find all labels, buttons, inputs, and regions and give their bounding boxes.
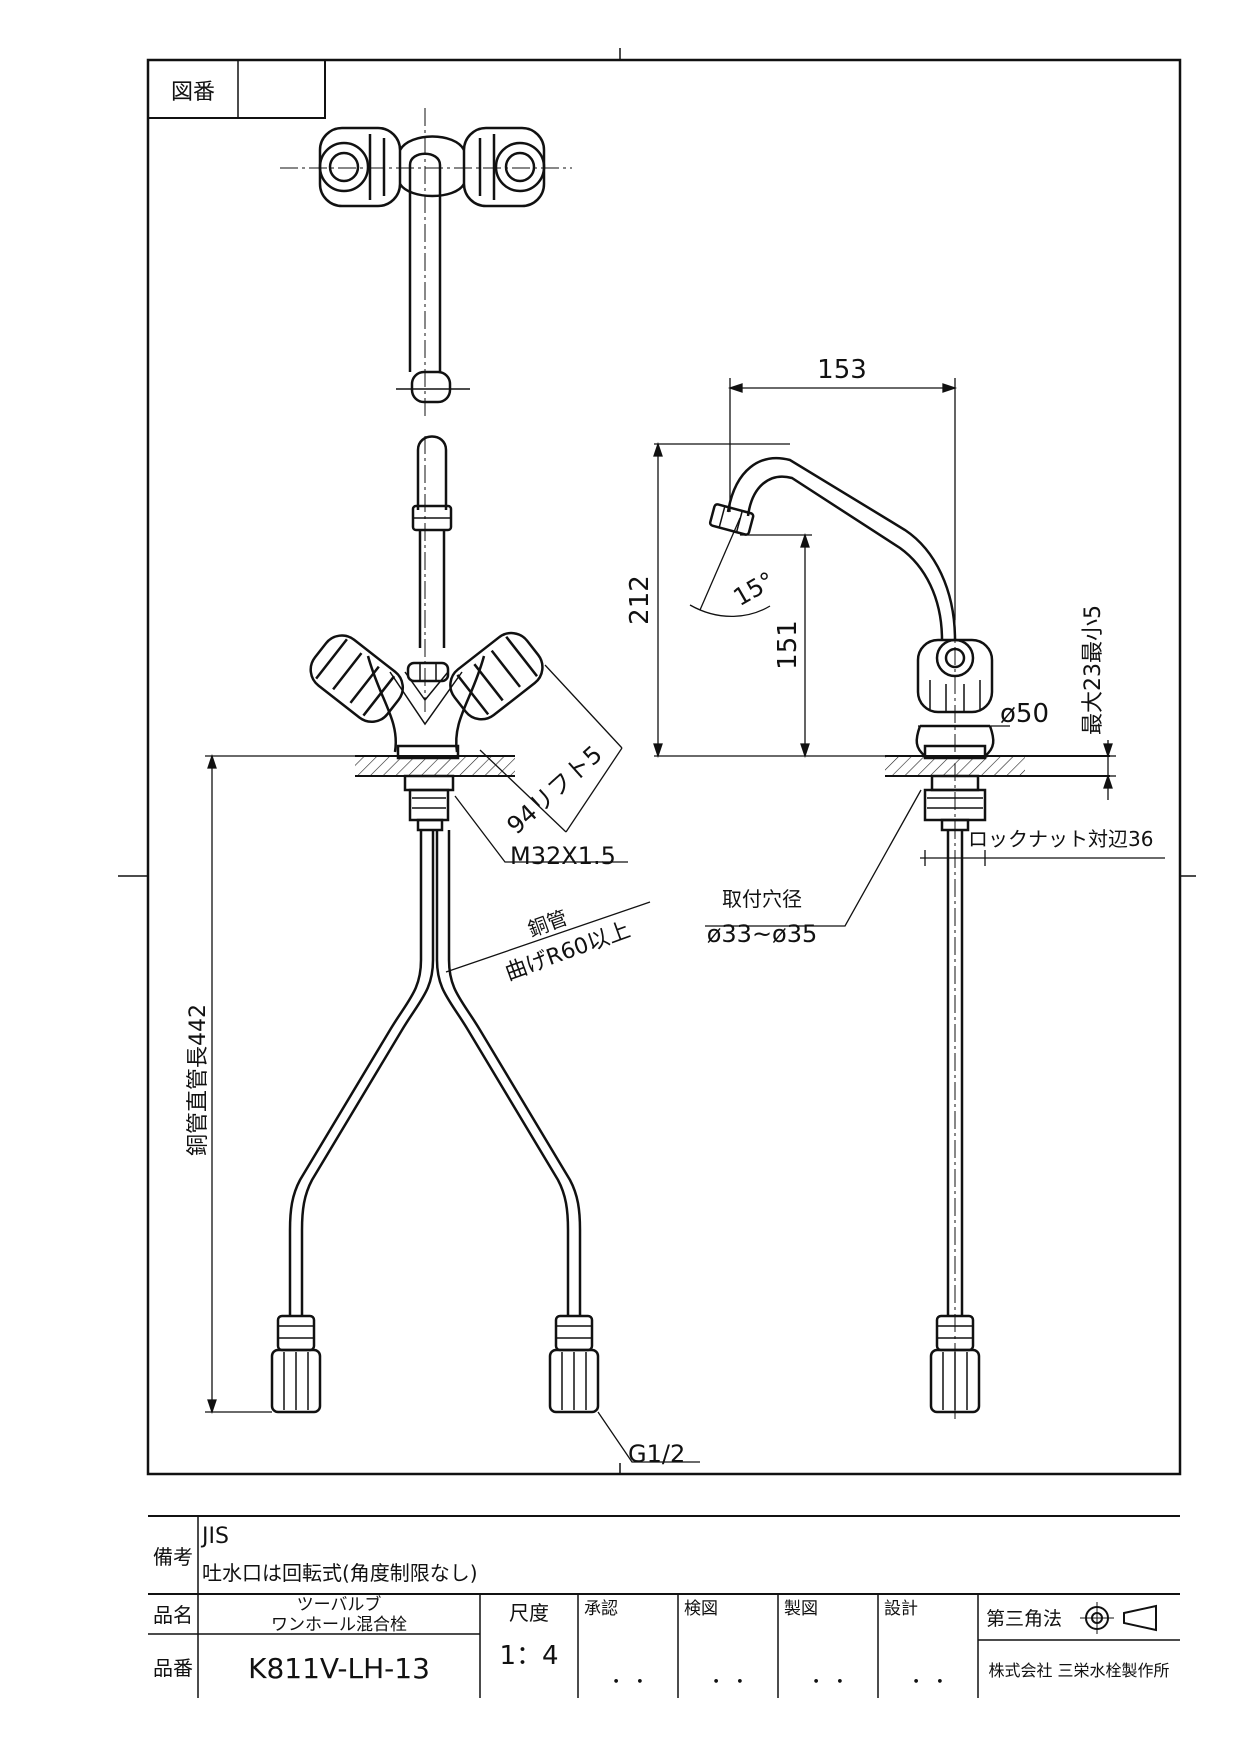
front-left-connector (270, 1314, 322, 1414)
locknut-label: ロックナット対辺36 (968, 827, 1153, 851)
notes-line2: 吐水口は回転式(角度制限なし) (202, 1561, 478, 1585)
side-view-labels: 153 212 151 15° ø50 最大23最小5 ロックナット対辺36 取… (625, 355, 1153, 948)
title-block (148, 1593, 1180, 1698)
connection-label: G1/2 (628, 1440, 685, 1468)
front-left-handle (309, 634, 405, 723)
side-aerator (708, 503, 755, 536)
side-view-dimensions (653, 378, 1165, 927)
pipe-length-label: 銅管直管長442 (186, 1004, 211, 1156)
body-diameter-label: ø50 (1000, 699, 1049, 729)
notes-label: 備考 (153, 1545, 193, 1569)
scale-value: 1：4 (499, 1641, 558, 1671)
approved-label: 承認 (584, 1599, 618, 1619)
company-name: 株式会社 三栄水栓製作所 (988, 1661, 1169, 1680)
checked-label: 検図 (684, 1599, 718, 1619)
thread-label: M32X1.5 (510, 842, 616, 870)
spout-height-label: 151 (773, 620, 803, 670)
sheet-border (146, 58, 1182, 1476)
top-view (280, 108, 572, 420)
scale-label: 尺度 (509, 1601, 549, 1625)
product-name-line1: ツーバルブ (297, 1594, 382, 1615)
front-view (270, 435, 600, 1414)
product-name-label: 品名 (153, 1603, 193, 1627)
mount-hole-range: ø33~ø35 (707, 920, 818, 948)
top-right-handle (462, 126, 546, 208)
front-right-connector (548, 1314, 600, 1414)
copper-pipe-label: 銅管 (525, 905, 571, 941)
sheet-center-marks (118, 48, 1196, 1474)
max-thickness-label: 最大23最小5 (1081, 605, 1106, 735)
notes-line1: JIS (200, 1524, 229, 1549)
front-view-dimensions (205, 664, 700, 1463)
approved-date: ・ ・ (607, 1672, 649, 1693)
drawn-label: 製図 (784, 1599, 818, 1619)
drawing-number-box: 図番 (148, 60, 326, 119)
drawn-date: ・ ・ (807, 1672, 849, 1693)
product-name-line2: ワンホール混合栓 (271, 1615, 407, 1635)
title-block-text: 品名 ツーバルブ ワンホール混合栓 品番 K811V-LH-13 尺度 1：4 … (153, 1594, 1170, 1693)
spout-reach-label: 153 (817, 355, 867, 385)
side-view (708, 456, 1110, 1420)
mount-hole-title: 取付穴径 (722, 887, 802, 911)
handle-lift-label: 94リフト5 (502, 740, 608, 840)
third-angle-projection-icon (1080, 1602, 1157, 1634)
product-number-label: 品番 (153, 1656, 193, 1680)
projection-label: 第三角法 (986, 1608, 1062, 1630)
designed-label: 設計 (884, 1599, 918, 1619)
spout-angle-label: 15° (729, 566, 780, 612)
checked-date: ・ ・ (707, 1672, 749, 1693)
drawing-number-label: 図番 (171, 80, 215, 105)
product-number-value: K811V-LH-13 (248, 1652, 430, 1685)
top-left-handle (318, 126, 402, 208)
notes-box: 備考 JIS 吐水口は回転式(角度制限なし) (148, 1515, 1180, 1594)
designed-date: ・ ・ (907, 1672, 949, 1693)
total-height-label: 212 (625, 575, 655, 625)
front-right-handle (449, 631, 544, 721)
front-view-labels: 銅管直管長442 94リフト5 M32X1.5 銅管 曲げR60以上 G1/2 (186, 740, 685, 1468)
